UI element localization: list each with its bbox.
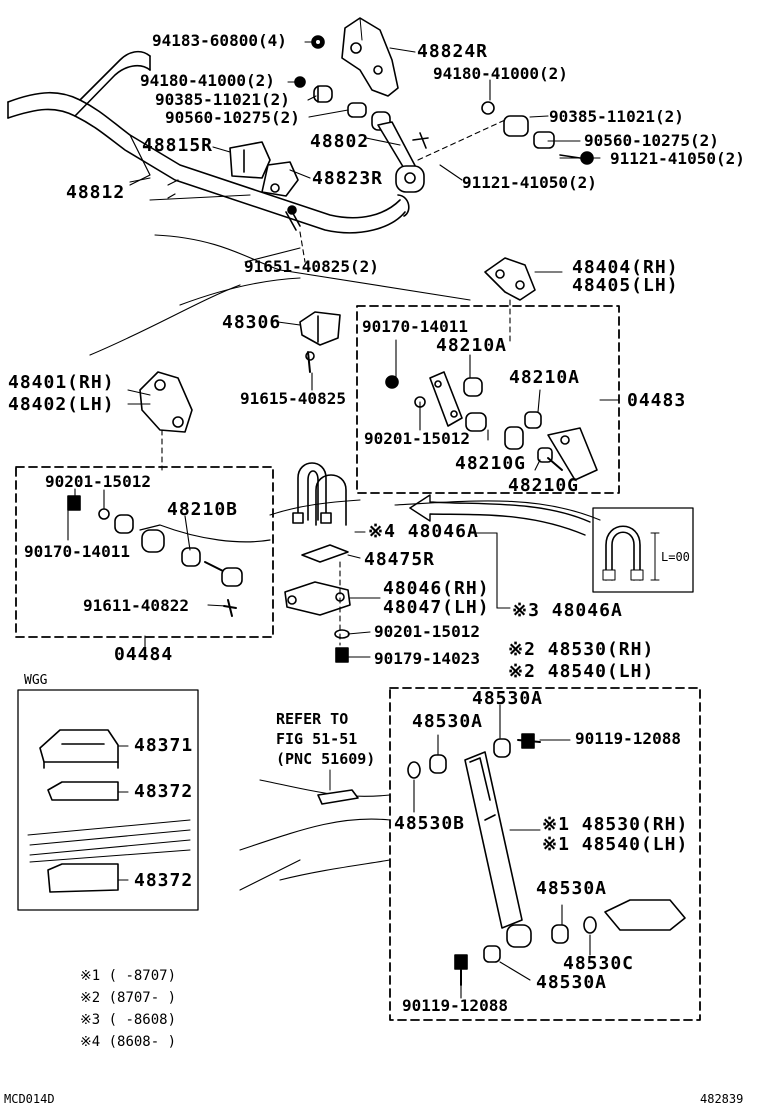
- label-90170-14011-left: 90170-14011: [24, 542, 130, 561]
- label-48401: 48401(RH): [8, 372, 115, 393]
- label-wgg: WGG: [24, 673, 48, 688]
- label-48046: 48046(RH): [383, 578, 490, 599]
- label-94183-60800: 94183-60800(4): [152, 31, 287, 50]
- label-48540-note2: ※2 48540(LH): [508, 661, 655, 682]
- label-48371: 48371: [134, 735, 194, 756]
- label-48530A-left: 48530A: [412, 711, 484, 732]
- label-91651-40825: 91651-40825(2): [244, 257, 379, 276]
- label-90385-11021-right: 90385-11021(2): [549, 107, 684, 126]
- inset-length-label: L=00: [661, 550, 690, 564]
- dashed-leaders-top: [299, 119, 506, 263]
- label-48402: 48402(LH): [8, 394, 115, 415]
- u-bolt: [292, 462, 347, 526]
- label-48540-note1: ※1 48540(LH): [542, 834, 689, 855]
- label-90560-10275-right: 90560-10275(2): [584, 131, 719, 150]
- label-48046A-4: ※4 48046A: [368, 521, 479, 542]
- label-48530B: 48530B: [394, 813, 466, 834]
- clamp-48823R: [261, 161, 299, 197]
- label-90119-12088-bottom: 90119-12088: [402, 996, 508, 1015]
- bracket-48824R: [341, 17, 399, 97]
- stabilizer-bar: [7, 50, 410, 234]
- label-48210A-2: 48210A: [509, 367, 581, 388]
- label-48372-a: 48372: [134, 781, 194, 802]
- label-48210A-1: 48210A: [436, 335, 508, 356]
- washer-90201: [334, 629, 350, 639]
- label-91615-40825: 91615-40825: [240, 389, 346, 408]
- label-48046A-3: ※3 48046A: [512, 600, 623, 621]
- label-94180-41000-left: 94180-41000(2): [140, 71, 275, 90]
- label-04484: 04484: [114, 644, 174, 665]
- shock-parts: [407, 733, 686, 986]
- label-90201-15012-left: 90201-15012: [45, 472, 151, 491]
- box-04484: [15, 466, 274, 638]
- label-48210B: 48210B: [167, 499, 239, 520]
- bracket-48401: [139, 371, 193, 471]
- label-04483: 04483: [627, 390, 687, 411]
- label-48530C: 48530C: [563, 953, 635, 974]
- label-90560-10275-left: 90560-10275(2): [165, 108, 300, 127]
- shackle-parts-04483: [385, 371, 598, 481]
- label-48812: 48812: [66, 182, 126, 203]
- label-48823R: 48823R: [312, 168, 384, 189]
- label-90201-15012-top: 90201-15012: [364, 429, 470, 448]
- refer-line-3: (PNC 51609): [276, 750, 376, 768]
- label-91121-41050-b: 91121-41050(2): [462, 173, 597, 192]
- label-48306: 48306: [222, 312, 282, 333]
- note-2: ※2 (8707- ): [80, 990, 177, 1006]
- label-48475R: 48475R: [364, 549, 436, 570]
- box-wgg: [17, 689, 199, 911]
- label-48530A-mid: 48530A: [536, 878, 608, 899]
- nut-94183: [294, 35, 325, 88]
- leader-lines: [67, 41, 620, 999]
- refer-line-1: REFER TO: [276, 710, 349, 728]
- label-48210G-1: 48210G: [455, 453, 527, 474]
- hanger-48404: [484, 257, 536, 301]
- label-90170-14011-top: 90170-14011: [362, 317, 468, 336]
- label-91121-41050-a: 91121-41050(2): [610, 149, 745, 168]
- label-48802: 48802: [310, 131, 370, 152]
- footer-left-code: MCD014D: [4, 1092, 55, 1106]
- frame-rails: [89, 194, 601, 891]
- label-48530A-bottom: 48530A: [536, 972, 608, 993]
- label-90179-14023: 90179-14023: [374, 649, 480, 668]
- label-48372-b: 48372: [134, 870, 194, 891]
- label-91611-40822: 91611-40822: [83, 596, 189, 615]
- nut-90179: [335, 647, 349, 663]
- label-90385-11021-left: 90385-11021(2): [155, 90, 290, 109]
- label-48530A-top: 48530A: [472, 688, 544, 709]
- inset-ubolt: [592, 507, 694, 593]
- pad-48475R: [301, 544, 349, 563]
- bushing-48815R: [229, 141, 271, 179]
- label-90119-12088-right: 90119-12088: [575, 729, 681, 748]
- label-48530-note2: ※2 48530(RH): [508, 639, 655, 660]
- link-48802: [377, 121, 425, 193]
- label-48047: 48047(LH): [383, 597, 490, 618]
- direction-arrow: [409, 494, 591, 536]
- label-48815R: 48815R: [142, 135, 214, 156]
- label-48404: 48404(RH): [572, 257, 679, 278]
- note-3: ※3 ( -8608): [80, 1012, 177, 1028]
- bumper-48306: [299, 311, 341, 373]
- label-94180-41000-right: 94180-41000(2): [433, 64, 568, 83]
- refer-line-2: FIG 51-51: [276, 730, 358, 748]
- bolt-91651: [285, 205, 301, 231]
- label-48210G-2: 48210G: [508, 475, 580, 496]
- label-48530-note1: ※1 48530(RH): [542, 814, 689, 835]
- label-90201-15012-bottom: 90201-15012: [374, 622, 480, 641]
- label-48405: 48405(LH): [572, 275, 679, 296]
- shackle-parts-04484: [67, 495, 271, 617]
- footer-right-code: 482839: [700, 1092, 744, 1106]
- note-1: ※1 ( -8707): [80, 968, 177, 984]
- refer-bracket: [317, 769, 359, 805]
- box-shock: [389, 687, 701, 1021]
- wgg-parts: [27, 729, 191, 893]
- label-48824R: 48824R: [417, 41, 489, 62]
- note-4: ※4 (8608- ): [80, 1034, 177, 1050]
